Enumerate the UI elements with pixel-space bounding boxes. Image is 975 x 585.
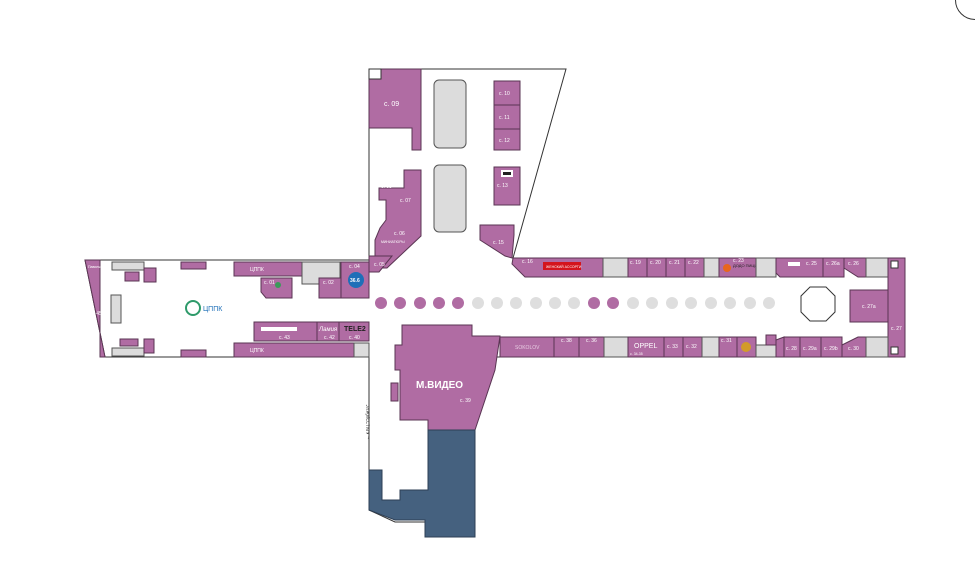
- svg-text:c. 05: c. 05: [374, 262, 385, 268]
- corridor-kiosks: [375, 297, 775, 309]
- svg-text:c. 33: c. 33: [667, 344, 678, 350]
- store-c27[interactable]: [887, 257, 906, 358]
- mvideo-logo: М.ВИДЕО: [416, 380, 463, 391]
- svg-text:c. 45: c. 45: [91, 311, 102, 317]
- svg-text:ЖЕНСКИЙ АССОРТИ: ЖЕНСКИЙ АССОРТИ: [546, 265, 582, 269]
- store-c01[interactable]: [260, 277, 293, 299]
- cppk-label: ЦППК: [203, 306, 223, 313]
- svg-text:c. 20: c. 20: [650, 260, 661, 266]
- svg-text:МИНИАТЮРЫ: МИНИАТЮРЫ: [381, 240, 405, 244]
- svg-text:c. 28: c. 28: [786, 346, 797, 352]
- direction-to-orbita: ← к БЦ "Орбита": [365, 404, 370, 440]
- store-c09[interactable]: [368, 68, 422, 151]
- svg-text:c. 31: c. 31: [721, 338, 732, 344]
- svg-text:c. 16: c. 16: [522, 259, 533, 265]
- svg-text:c. 15: c. 15: [493, 240, 504, 246]
- svg-text:c. 12: c. 12: [499, 138, 510, 144]
- svg-text:OPPEL: OPPEL: [634, 343, 657, 350]
- svg-text:TELE2: TELE2: [344, 326, 366, 333]
- svg-text:c. 02: c. 02: [323, 280, 334, 286]
- svg-text:c. 32: c. 32: [686, 344, 697, 350]
- svg-text:c. 30: c. 30: [848, 346, 859, 352]
- svg-text:c. 04: c. 04: [349, 264, 360, 270]
- svg-text:c. 38: c. 38: [561, 338, 572, 344]
- svg-text:c. 27a: c. 27a: [862, 304, 876, 310]
- store-c27a[interactable]: [849, 289, 889, 323]
- svg-text:c. 43: c. 43: [279, 335, 290, 341]
- cppk-logo-icon: [185, 300, 201, 316]
- store-cppk-top[interactable]: [233, 261, 303, 277]
- atrium-void: [433, 164, 467, 233]
- svg-text:c. 01: c. 01: [264, 280, 275, 286]
- svg-text:c. 39: c. 39: [460, 398, 471, 404]
- svg-text:c. 42: c. 42: [324, 335, 335, 341]
- svg-text:c. 36: c. 36: [586, 338, 597, 344]
- store-c11[interactable]: [493, 104, 521, 130]
- svg-text:c. 21: c. 21: [669, 260, 680, 266]
- svg-text:c. 27: c. 27: [891, 326, 902, 332]
- svg-text:c. 34-35: c. 34-35: [630, 352, 643, 356]
- svg-text:36.6: 36.6: [350, 278, 360, 284]
- svg-text:SOKOLOV: SOKOLOV: [515, 345, 540, 351]
- svg-text:ЦППК: ЦППК: [250, 267, 264, 273]
- svg-text:c. 29a: c. 29a: [803, 346, 817, 352]
- svg-text:c. 07: c. 07: [400, 198, 411, 204]
- svg-text:c. 22: c. 22: [688, 260, 699, 266]
- store-label: c. 09: [384, 101, 399, 108]
- svg-text:Ламия: Ламия: [318, 327, 338, 333]
- svg-text:c. 25: c. 25: [806, 261, 817, 267]
- svg-text:c. 23: c. 23: [733, 258, 744, 264]
- svg-text:c. 08: c. 08: [381, 184, 392, 190]
- store-c13[interactable]: [493, 166, 521, 206]
- anchor-store-blue[interactable]: [368, 429, 476, 538]
- svg-text:ДОДО ПИЦЦА: ДОДО ПИЦЦА: [733, 263, 760, 268]
- svg-text:c. 29b: c. 29b: [824, 346, 838, 352]
- store-c05[interactable]: [368, 255, 394, 273]
- store-c45[interactable]: [84, 259, 106, 358]
- svg-text:c. 10: c. 10: [499, 91, 510, 97]
- store-c06-c08[interactable]: [374, 169, 422, 269]
- svg-text:Павильон 46б: Павильон 46б: [88, 265, 111, 269]
- octagon-kiosk: [800, 286, 836, 322]
- svg-text:c. 40: c. 40: [349, 335, 360, 341]
- svg-text:c. 13: c. 13: [497, 183, 508, 189]
- apteka-36-6-logo: [348, 272, 364, 288]
- atrium-void: [433, 79, 467, 149]
- svg-text:c. 19: c. 19: [630, 260, 641, 266]
- svg-text:ЦППК: ЦППК: [250, 348, 264, 354]
- store-c39-mvideo[interactable]: [394, 324, 501, 431]
- svg-text:c. 06: c. 06: [394, 231, 405, 237]
- store-c15[interactable]: [479, 224, 515, 259]
- store-c12[interactable]: [493, 128, 521, 151]
- svg-text:c. 11: c. 11: [499, 115, 510, 121]
- store-c02[interactable]: [318, 277, 342, 299]
- svg-text:c. 26: c. 26: [848, 261, 859, 267]
- store-c40[interactable]: [338, 321, 370, 342]
- svg-text:c. 26a: c. 26a: [826, 261, 840, 267]
